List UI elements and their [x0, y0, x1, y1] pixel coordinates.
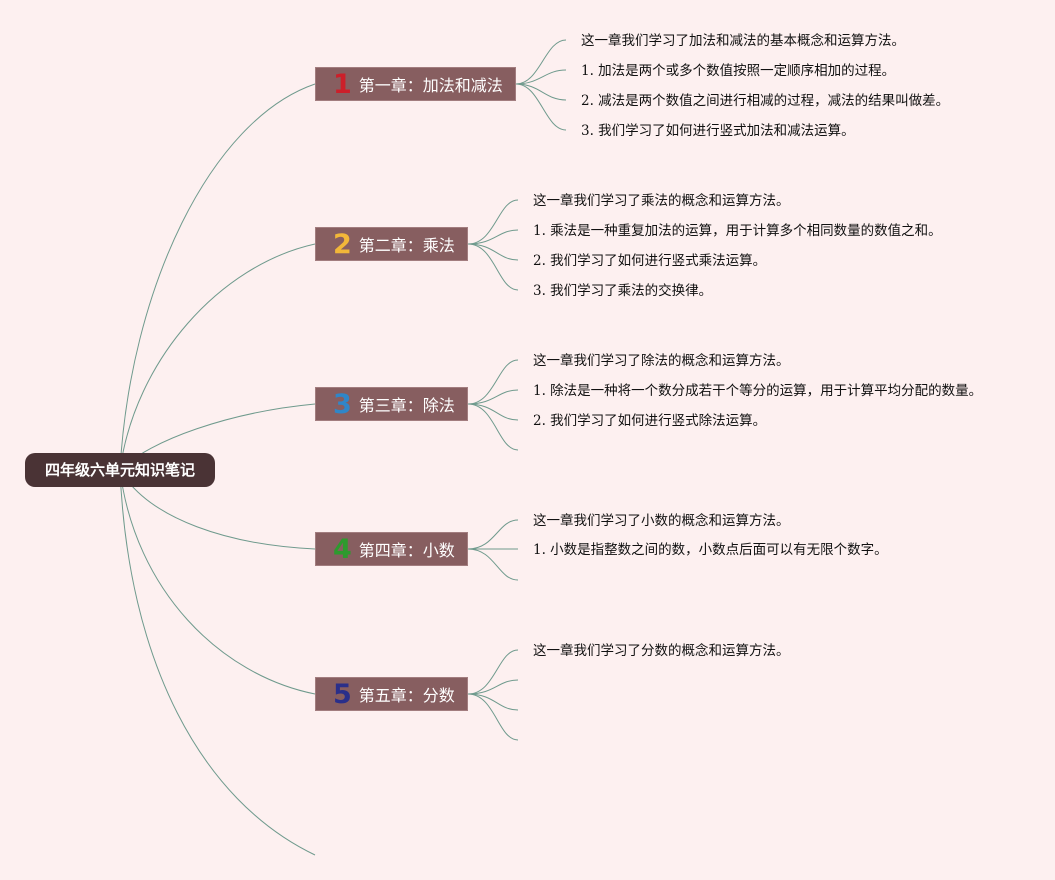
chapter-1-point: 2. 减法是两个数值之间进行相减的过程，减法的结果叫做差。 — [581, 93, 950, 109]
connector-root-ch5 — [119, 469, 316, 695]
connector-ch3-p2 — [467, 389, 519, 405]
chapter-title: 第四章：小数 — [358, 541, 455, 560]
connector-ch2-p3 — [467, 243, 519, 261]
root-node[interactable]: 四年级六单元知识笔记 — [25, 453, 215, 487]
chapter-5-node[interactable]: 5 第五章：分数 — [315, 677, 468, 711]
chapter-4-node[interactable]: 4 第四章：小数 — [315, 532, 468, 566]
connector-ch5-p3 — [467, 693, 519, 711]
connector-root-ch1 — [119, 83, 316, 471]
connector-ch4-p3 — [467, 548, 519, 581]
chapter-title: 第三章：除法 — [358, 396, 455, 415]
connector-root-extra — [119, 469, 316, 856]
chapter-3-node[interactable]: 3 第三章：除法 — [315, 387, 468, 421]
chapter-1-point: 3. 我们学习了如何进行竖式加法和减法运算。 — [581, 123, 855, 139]
connector-ch2-p4 — [467, 243, 519, 291]
connector-ch3-p1 — [467, 359, 519, 405]
connector-ch2-p1 — [467, 199, 519, 245]
connector-ch1-p4 — [515, 83, 567, 131]
chapter-2-point: 3. 我们学习了乘法的交换律。 — [533, 283, 713, 299]
chapter-5-point: 这一章我们学习了分数的概念和运算方法。 — [533, 643, 790, 659]
chapter-title: 第五章：分数 — [358, 686, 455, 705]
connector-ch5-p4 — [467, 693, 519, 741]
connector-ch3-p4 — [467, 403, 519, 451]
chapter-number: 3 — [333, 388, 352, 420]
chapter-1-point: 这一章我们学习了加法和减法的基本概念和运算方法。 — [581, 33, 905, 49]
chapter-number: 1 — [333, 68, 352, 100]
connector-ch1-p2 — [515, 69, 567, 85]
chapter-4-point: 1. 小数是指整数之间的数，小数点后面可以有无限个数字。 — [533, 542, 888, 558]
connector-ch5-p1 — [467, 649, 519, 695]
connector-ch1-p3 — [515, 83, 567, 101]
chapter-2-point: 1. 乘法是一种重复加法的运算，用于计算多个相同数量的数值之和。 — [533, 223, 942, 239]
chapter-3-point: 1. 除法是一种将一个数分成若干个等分的运算，用于计算平均分配的数量。 — [533, 383, 983, 399]
chapter-2-node[interactable]: 2 第二章：乘法 — [315, 227, 468, 261]
chapter-1-node[interactable]: 1 第一章：加法和减法 — [315, 67, 516, 101]
connector-ch3-p3 — [467, 403, 519, 421]
connector-ch1-p1 — [515, 39, 567, 85]
chapter-4-point: 这一章我们学习了小数的概念和运算方法。 — [533, 513, 790, 529]
chapter-1-point: 1. 加法是两个或多个数值按照一定顺序相加的过程。 — [581, 63, 896, 79]
connector-ch2-p2 — [467, 229, 519, 245]
chapter-title: 第一章：加法和减法 — [358, 76, 503, 95]
chapter-3-point: 这一章我们学习了除法的概念和运算方法。 — [533, 353, 790, 369]
chapter-number: 4 — [333, 533, 352, 565]
chapter-number: 2 — [333, 228, 352, 260]
chapter-2-point: 2. 我们学习了如何进行竖式乘法运算。 — [533, 253, 767, 269]
chapter-title: 第二章：乘法 — [358, 236, 455, 255]
connector-root-ch2 — [119, 243, 316, 471]
connector-ch5-p2 — [467, 679, 519, 695]
connector-root-ch4 — [119, 469, 316, 550]
chapter-2-point: 这一章我们学习了乘法的概念和运算方法。 — [533, 193, 790, 209]
chapter-number: 5 — [333, 678, 352, 710]
connector-ch4-p1 — [467, 519, 519, 550]
chapter-3-point: 2. 我们学习了如何进行竖式除法运算。 — [533, 413, 767, 429]
